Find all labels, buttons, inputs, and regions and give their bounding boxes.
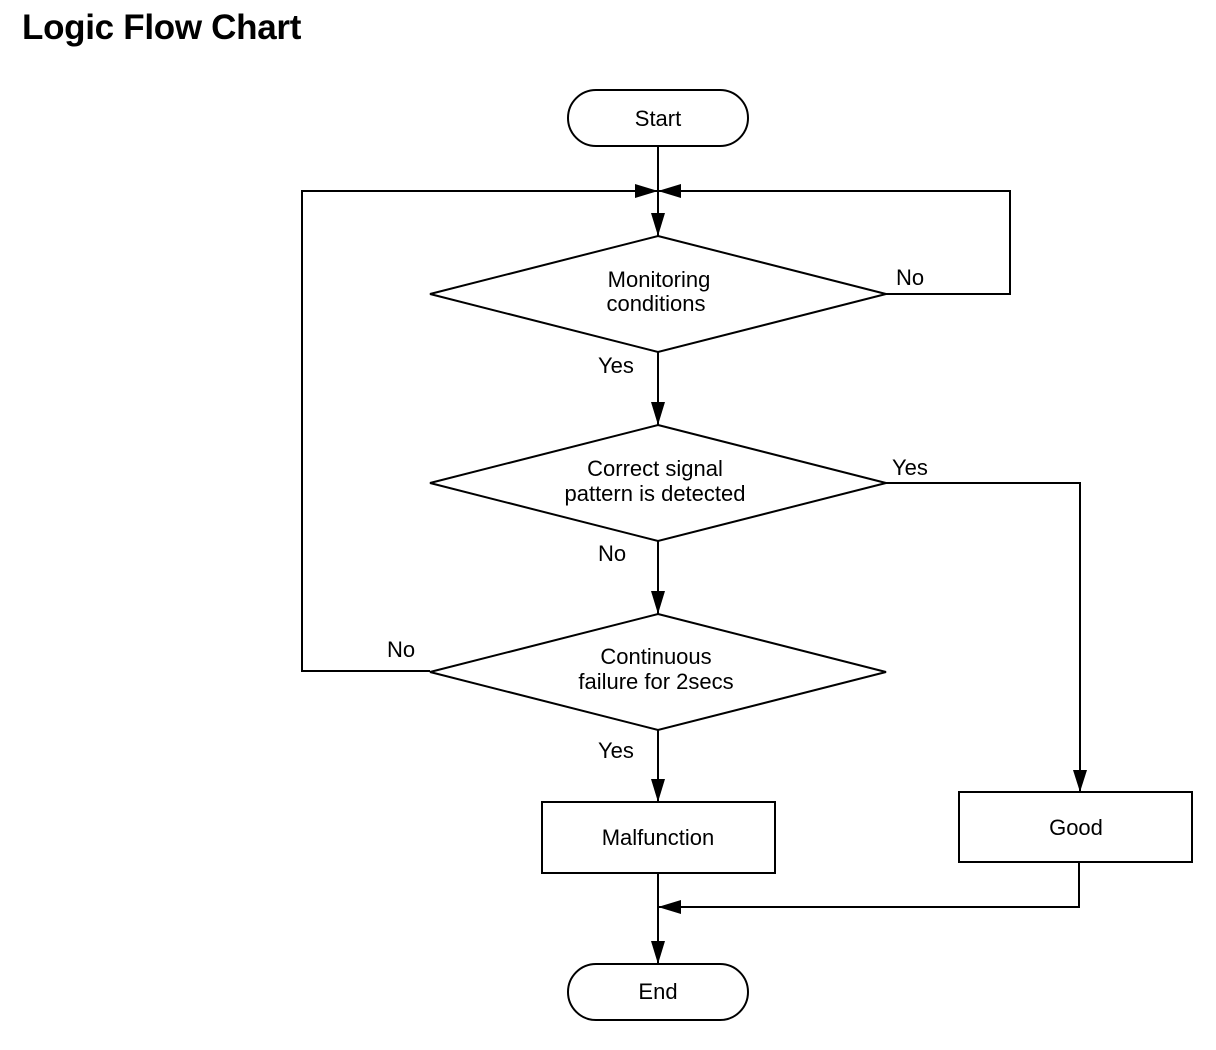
start-label: Start — [635, 106, 681, 131]
continuous-no-label: No — [387, 637, 415, 662]
arrow-monitoring-no-loop — [658, 184, 681, 198]
arrow-into-good — [1073, 770, 1087, 792]
end-node: End — [567, 963, 749, 1021]
arrow-into-continuous — [651, 591, 665, 614]
arrow-into-monitoring — [651, 213, 665, 236]
signal-label-line1: Correct signal — [587, 456, 723, 481]
edge-continuous-no-loop — [301, 190, 658, 672]
signal-no-label: No — [598, 541, 626, 566]
continuous-decision: Continuous failure for 2secs — [429, 612, 887, 732]
malfunction-node: Malfunction — [541, 801, 776, 874]
arrow-good-join — [658, 900, 681, 914]
edge-signal-yes — [886, 482, 1081, 792]
arrow-into-end — [651, 941, 665, 964]
continuous-label-line2: failure for 2secs — [578, 669, 733, 694]
page-title: Logic Flow Chart — [22, 8, 302, 47]
malfunction-label: Malfunction — [602, 825, 715, 850]
good-label: Good — [1049, 815, 1103, 840]
continuous-yes-label: Yes — [598, 738, 634, 763]
signal-label-line2: pattern is detected — [564, 481, 745, 506]
good-node: Good — [958, 791, 1193, 863]
edge-monitoring-no-loop — [658, 190, 1011, 295]
signal-decision: Correct signal pattern is detected — [429, 423, 887, 543]
continuous-label-line1: Continuous — [600, 644, 711, 669]
monitoring-yes-label: Yes — [598, 353, 634, 378]
monitoring-label-line2: conditions — [606, 291, 705, 316]
monitoring-label-line1: Monitoring — [608, 267, 711, 292]
start-node: Start — [567, 89, 749, 147]
arrow-into-malfunction — [651, 779, 665, 802]
end-label: End — [638, 979, 677, 1004]
edge-good-to-join — [658, 862, 1080, 908]
monitoring-no-label: No — [896, 265, 924, 290]
signal-yes-label: Yes — [892, 455, 928, 480]
monitoring-decision: Monitoring conditions — [429, 234, 887, 354]
arrow-into-signal — [651, 402, 665, 425]
arrow-continuous-no-loop — [635, 184, 658, 198]
